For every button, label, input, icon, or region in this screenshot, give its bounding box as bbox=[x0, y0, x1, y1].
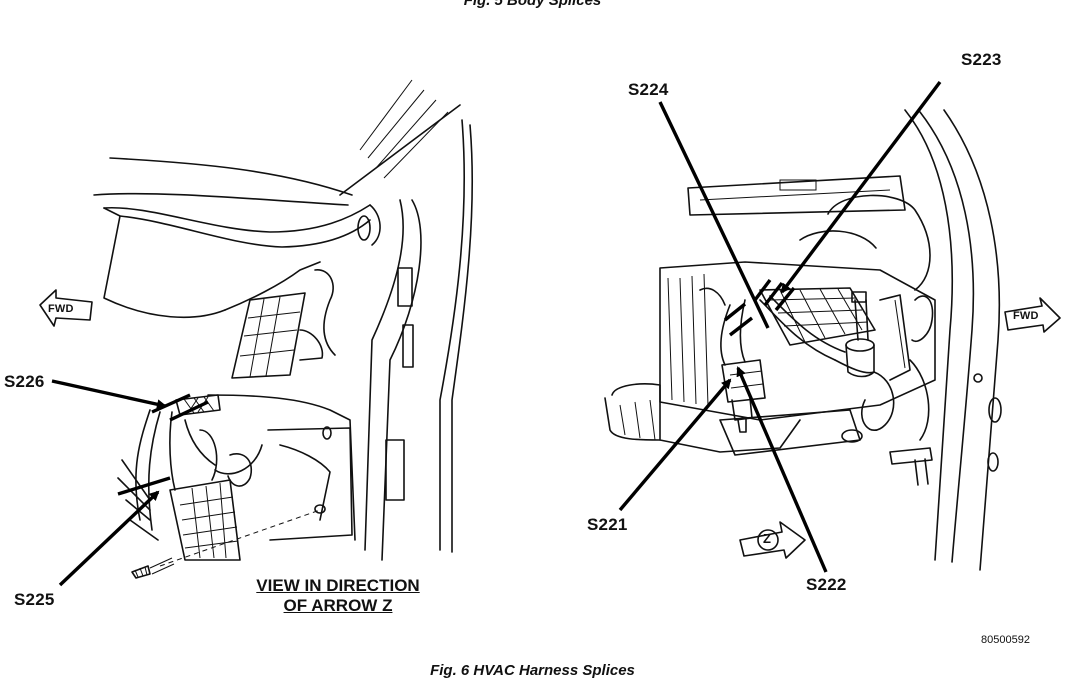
screw-icon bbox=[131, 557, 175, 579]
callout-s224: S224 bbox=[628, 80, 669, 99]
fwd-label-left: FWD bbox=[48, 303, 74, 315]
view-label-line1: VIEW IN DIRECTION bbox=[256, 576, 420, 595]
callout-s226: S226 bbox=[4, 372, 45, 391]
top-caption: Fig. 5 Body Splices bbox=[463, 0, 602, 9]
bottom-caption: Fig. 6 HVAC Harness Splices bbox=[430, 662, 635, 679]
fwd-arrow-right bbox=[1004, 297, 1061, 333]
callout-s225: S225 bbox=[14, 590, 55, 609]
left-vehicle-interior bbox=[93, 79, 474, 579]
callout-s222: S222 bbox=[806, 575, 847, 594]
right-hvac-unit bbox=[604, 109, 1002, 571]
leader-s224 bbox=[658, 101, 770, 329]
arrow-z-label: Z bbox=[763, 531, 772, 546]
switch-grid bbox=[231, 292, 306, 379]
figure-number: 80500592 bbox=[981, 634, 1030, 646]
right-connector bbox=[721, 359, 766, 433]
view-label: VIEW IN DIRECTION OF ARROW Z bbox=[232, 576, 444, 616]
fwd-label-right: FWD bbox=[1013, 310, 1039, 322]
callout-s221: S221 bbox=[587, 515, 628, 534]
leader-s223 bbox=[780, 80, 942, 294]
leader-s226 bbox=[51, 379, 167, 410]
leader-s222 bbox=[736, 366, 828, 573]
view-label-line2: OF ARROW Z bbox=[283, 596, 393, 615]
left-connector-block bbox=[169, 479, 241, 561]
leader-s225 bbox=[58, 490, 160, 587]
arrow-z-icon bbox=[739, 521, 806, 559]
leader-s221 bbox=[618, 378, 732, 512]
fwd-arrow-left bbox=[39, 289, 93, 327]
callout-s223: S223 bbox=[961, 50, 1002, 69]
left-wire-harness bbox=[117, 394, 263, 541]
